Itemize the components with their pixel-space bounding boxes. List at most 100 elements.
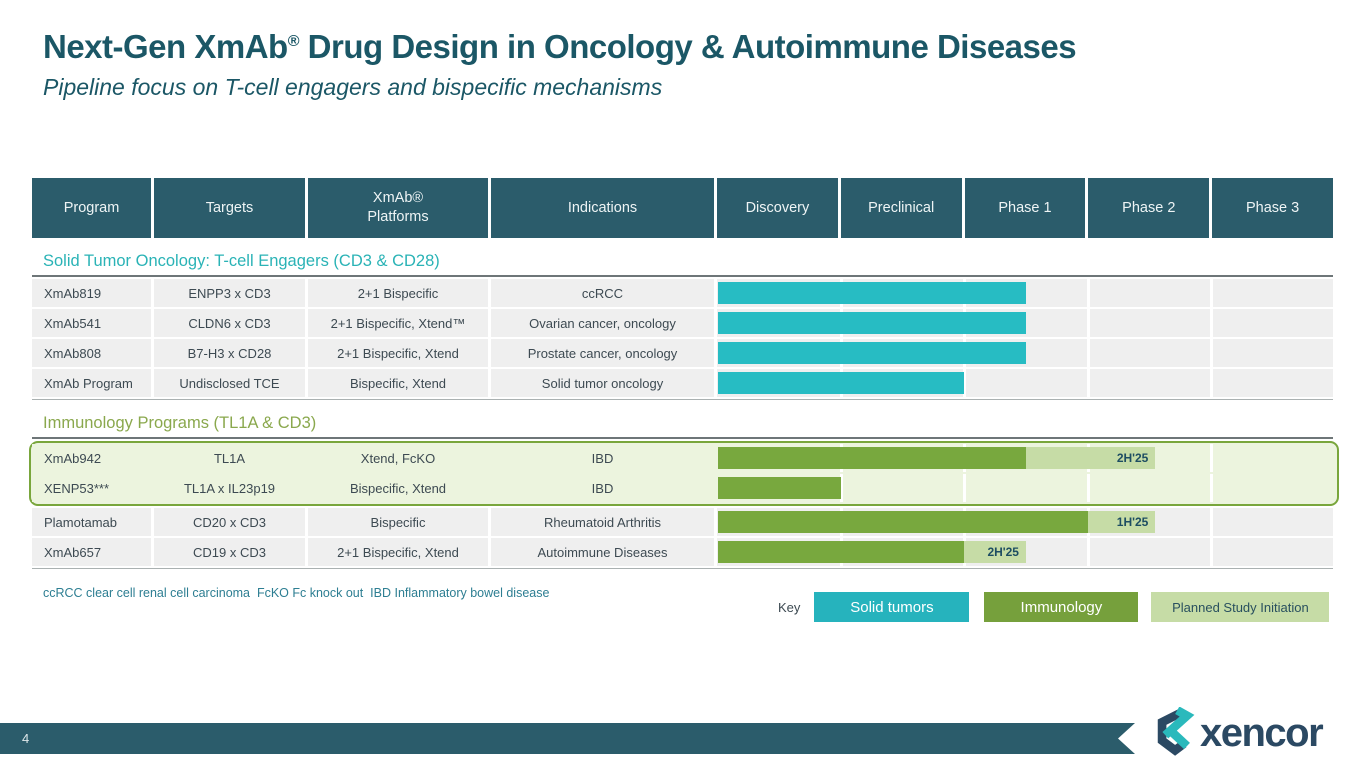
progress-bar xyxy=(718,312,1026,334)
table-header-row: Program Targets XmAb® Platforms Indicati… xyxy=(32,178,1333,238)
stage-gridline xyxy=(1209,444,1213,472)
section-title: Solid Tumor Oncology: T-cell Engagers (C… xyxy=(43,252,440,270)
column-header-targets: Targets xyxy=(154,178,305,238)
planned-initiation-bar: 2H'25 xyxy=(964,541,1026,563)
stage-gridline xyxy=(1086,279,1090,307)
column-header-phase3: Phase 3 xyxy=(1212,178,1333,238)
stage-gridline xyxy=(1209,339,1213,367)
milestone-label: 2H'25 xyxy=(987,545,1019,559)
progress-bar xyxy=(718,282,1026,304)
registered-mark: ® xyxy=(287,33,300,50)
progress-bar xyxy=(718,372,965,394)
progress-bar xyxy=(718,447,1026,469)
column-header-indications: Indications xyxy=(491,178,714,238)
pipeline-section: Solid Tumor Oncology: T-cell Engagers (C… xyxy=(32,252,1333,400)
section-title: Immunology Programs (TL1A & CD3) xyxy=(43,414,317,432)
cell-program: Plamotamab xyxy=(32,508,151,536)
stage-gridline xyxy=(1209,538,1213,566)
legend-solid-tumors: Solid tumors xyxy=(814,592,970,622)
column-header-discovery: Discovery xyxy=(717,178,838,238)
cell-indications: Solid tumor oncology xyxy=(491,369,714,397)
cell-program: XmAb942 xyxy=(32,444,151,472)
stage-track xyxy=(717,309,1333,337)
section-divider xyxy=(32,437,1333,439)
stage-track xyxy=(717,369,1333,397)
column-header-preclinical: Preclinical xyxy=(840,178,962,238)
stage-gridline xyxy=(1209,474,1213,502)
milestone-label: 2H'25 xyxy=(1116,451,1149,465)
cell-targets: TL1A xyxy=(154,444,305,472)
stage-track: 1H'25 xyxy=(717,508,1333,536)
planned-initiation-bar: 1H'25 xyxy=(1087,511,1156,533)
footer-ribbon: 4 xyxy=(0,723,1135,754)
xencor-logo-text: xencor xyxy=(1200,711,1324,755)
stage-gridline xyxy=(1209,309,1213,337)
pipeline-sections: Solid Tumor Oncology: T-cell Engagers (C… xyxy=(29,252,1339,569)
cell-platforms: Bispecific xyxy=(308,508,488,536)
legend: Key Solid tumors Immunology Planned Stud… xyxy=(778,592,1330,622)
stage-gridline xyxy=(1209,369,1213,397)
pipeline-table: Program Targets XmAb® Platforms Indicati… xyxy=(29,178,1339,569)
column-header-phase1: Phase 1 xyxy=(964,178,1086,238)
stage-gridline xyxy=(1086,369,1090,397)
page-title: Next-Gen XmAb® Drug Design in Oncology &… xyxy=(43,28,1077,66)
page-title-text: Next-Gen XmAb xyxy=(43,28,288,65)
section-bottom-divider xyxy=(32,568,1333,569)
column-header-phase2: Phase 2 xyxy=(1088,178,1210,238)
column-header-program: Program xyxy=(32,178,151,238)
cell-platforms: 2+1 Bispecific, Xtend xyxy=(308,538,488,566)
column-header-platforms: XmAb® Platforms xyxy=(308,178,488,238)
progress-bar xyxy=(718,342,1026,364)
section-divider xyxy=(32,275,1333,277)
cell-targets: ENPP3 x CD3 xyxy=(154,279,305,307)
cell-program: XmAb819 xyxy=(32,279,151,307)
stage-gridline xyxy=(1086,309,1090,337)
stage-gridline xyxy=(1209,279,1213,307)
stage-gridline xyxy=(963,369,967,397)
progress-bar xyxy=(718,477,842,499)
progress-bar xyxy=(718,541,965,563)
cell-targets: TL1A x IL23p19 xyxy=(154,474,305,502)
progress-bar xyxy=(718,511,1088,533)
stage-gridline xyxy=(1086,474,1090,502)
footnote: ccRCC clear cell renal cell carcinoma Fc… xyxy=(43,586,550,600)
cell-indications: IBD xyxy=(491,444,714,472)
cell-indications: Rheumatoid Arthritis xyxy=(491,508,714,536)
stage-track xyxy=(717,339,1333,367)
cell-indications: Prostate cancer, oncology xyxy=(491,339,714,367)
cell-targets: B7-H3 x CD28 xyxy=(154,339,305,367)
stage-track xyxy=(717,279,1333,307)
stage-gridline xyxy=(1086,538,1090,566)
cell-program: XmAb657 xyxy=(32,538,151,566)
cell-platforms: Bispecific, Xtend xyxy=(308,369,488,397)
cell-targets: CLDN6 x CD3 xyxy=(154,309,305,337)
page-number: 4 xyxy=(22,731,30,746)
milestone-label: 1H'25 xyxy=(1116,515,1149,529)
section-bottom-divider xyxy=(32,399,1333,400)
stage-headers: Discovery Preclinical Phase 1 Phase 2 Ph… xyxy=(717,178,1333,238)
cell-targets: CD20 x CD3 xyxy=(154,508,305,536)
cell-program: XENP53*** xyxy=(32,474,151,502)
stage-gridline xyxy=(963,474,967,502)
cell-indications: Ovarian cancer, oncology xyxy=(491,309,714,337)
cell-program: XmAb808 xyxy=(32,339,151,367)
cell-targets: CD19 x CD3 xyxy=(154,538,305,566)
cell-platforms: 2+1 Bispecific, Xtend xyxy=(308,339,488,367)
cell-program: XmAb541 xyxy=(32,309,151,337)
xencor-logo-icon xyxy=(1157,707,1195,756)
cell-indications: ccRCC xyxy=(491,279,714,307)
cell-platforms: Xtend, FcKO xyxy=(308,444,488,472)
